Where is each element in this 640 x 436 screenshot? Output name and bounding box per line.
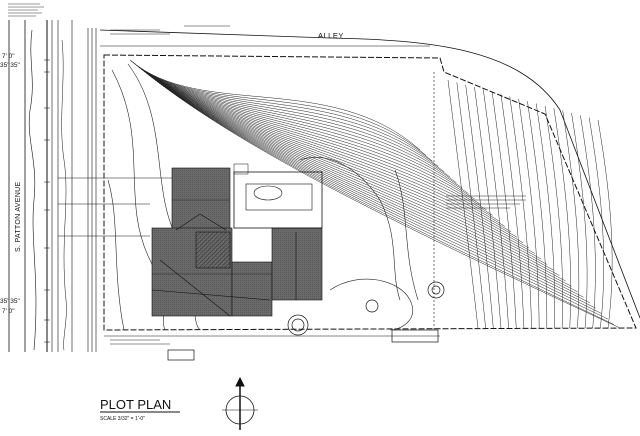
contour-line — [131, 61, 463, 189]
contour-line — [132, 61, 469, 194]
dimension-bottom-1: 35' 35" — [0, 298, 21, 305]
bottom-structures — [104, 329, 440, 361]
plan-title: PLOT PLAN — [100, 397, 171, 412]
contour-line — [130, 60, 439, 167]
contour-line — [571, 112, 588, 329]
dimension-top-1: 7' 0" — [2, 53, 15, 60]
contour-line — [131, 61, 457, 183]
contour-line — [483, 89, 509, 329]
contour-line — [132, 61, 475, 200]
house-roof — [151, 167, 323, 317]
contour-line — [456, 82, 486, 329]
title-block-notes — [8, 3, 44, 17]
contour-line — [131, 60, 445, 173]
contour-line — [465, 84, 494, 329]
dimension-top-2: 35' 35" — [0, 62, 21, 69]
contour-line — [132, 62, 481, 205]
contour-line — [131, 61, 451, 178]
annotation-lines — [110, 25, 526, 345]
contour-line — [130, 60, 427, 156]
contour-line — [509, 96, 532, 329]
contour-line — [535, 103, 555, 329]
contour-line — [500, 94, 525, 329]
contour-line — [134, 63, 505, 227]
dimension-bottom-2: 7' 0" — [2, 308, 15, 315]
contour-line — [133, 62, 493, 216]
pool-deck — [233, 163, 323, 229]
contour-line — [580, 115, 596, 329]
scale-note: SCALE 3/32" = 1'-0" — [100, 416, 145, 422]
street-label: S. PATTON AVENUE — [15, 182, 22, 252]
contour-line — [130, 60, 433, 162]
contour-line — [139, 67, 621, 329]
contour-line — [588, 117, 605, 329]
north-arrow-icon — [222, 376, 258, 430]
contour-line — [597, 119, 613, 329]
contour-line — [133, 62, 487, 211]
alley-label: ALLEY — [318, 31, 344, 40]
tree-icon — [287, 281, 445, 336]
contour-line — [527, 101, 548, 329]
contour-line — [491, 91, 517, 329]
topographic-contours — [129, 59, 621, 329]
strip-ticks — [44, 59, 180, 343]
alley — [99, 29, 640, 319]
street-strip — [8, 20, 97, 352]
contour-line — [129, 59, 421, 151]
property-line — [103, 54, 637, 331]
contour-line — [133, 62, 499, 222]
contour-line — [553, 108, 571, 329]
contour-line — [518, 98, 540, 329]
contour-line — [544, 105, 563, 329]
contour-line — [562, 110, 580, 329]
